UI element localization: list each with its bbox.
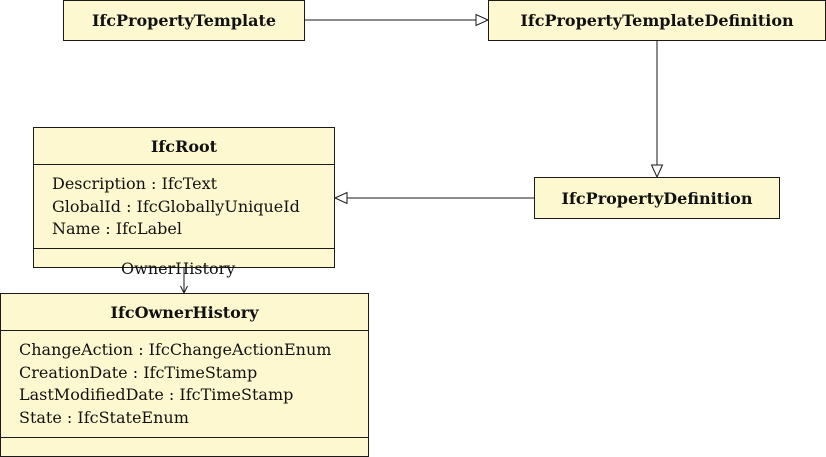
attribute-list: Description : IfcText GlobalId : IfcGlob… — [34, 165, 334, 241]
attribute-changeaction: ChangeAction : IfcChangeActionEnum — [19, 340, 332, 359]
operations-compartment — [1, 437, 368, 456]
class-name: IfcPropertyTemplateDefinition — [520, 11, 794, 30]
class-name: IfcPropertyTemplate — [91, 11, 277, 30]
class-ifcroot[interactable]: IfcRoot Description : IfcText GlobalId :… — [33, 127, 335, 268]
generalization-arrowhead-property-definition — [650, 164, 664, 179]
class-ifcpropertytemplate[interactable]: IfcPropertyTemplate — [63, 0, 305, 41]
class-ifcpropertytemplatedefinition[interactable]: IfcPropertyTemplateDefinition — [488, 0, 826, 41]
generalization-arrowhead-template-definition — [475, 13, 490, 27]
attribute-list: ChangeAction : IfcChangeActionEnum Creat… — [1, 331, 368, 429]
attribute-state: State : IfcStateEnum — [19, 407, 189, 427]
class-title: IfcOwnerHistory — [1, 294, 368, 331]
association-label-ownerhistory: OwnerHistory — [121, 259, 236, 278]
attribute-lastmodifieddate: LastModifiedDate : IfcTimeStamp — [19, 385, 294, 404]
class-ifcpropertydefinition[interactable]: IfcPropertyDefinition — [534, 177, 780, 219]
attribute-description: Description : IfcText — [52, 174, 218, 193]
generalization-arrowhead-root — [333, 191, 348, 205]
class-title: IfcRoot — [34, 128, 334, 165]
attribute-globalid: GlobalId : IfcGloballyUniqueId — [52, 196, 300, 216]
attribute-creationdate: CreationDate : IfcTimeStamp — [19, 362, 258, 382]
operations-compartment — [34, 248, 334, 267]
class-name: IfcPropertyDefinition — [561, 188, 753, 208]
class-ifcownerhistory[interactable]: IfcOwnerHistory ChangeAction : IfcChange… — [0, 293, 369, 457]
attribute-name: Name : IfcLabel — [52, 219, 182, 238]
